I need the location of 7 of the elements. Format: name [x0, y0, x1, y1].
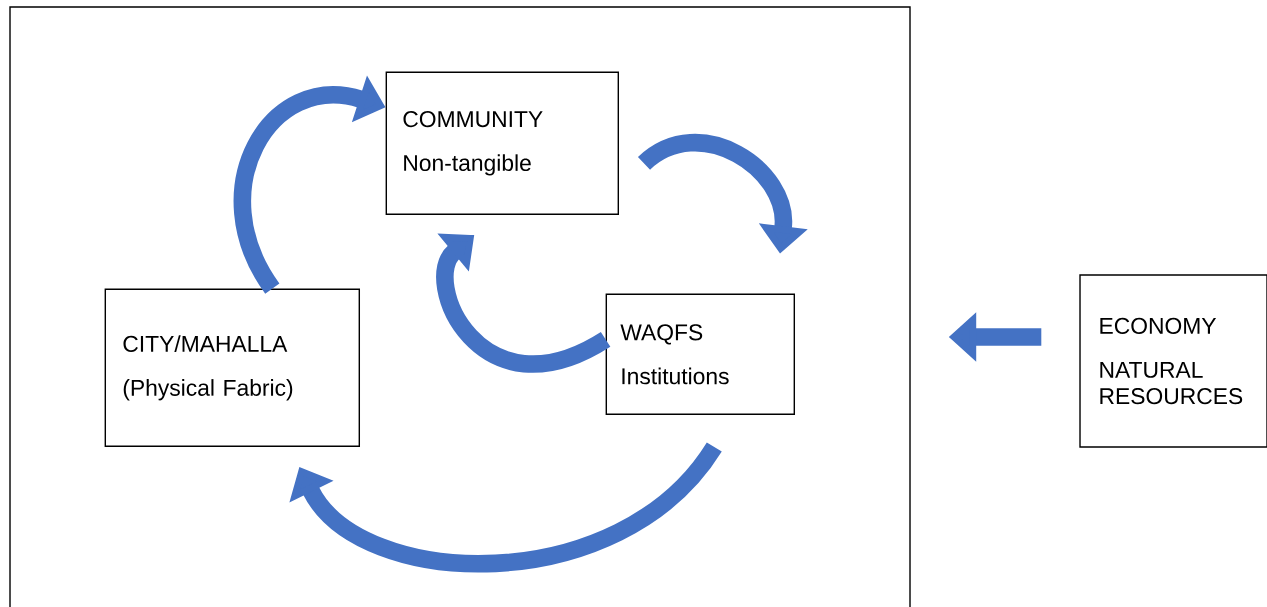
text-box: ECONOMY NATURAL RESOURCES	[1079, 274, 1267, 448]
block-arrow	[436, 233, 610, 373]
text-box: WAQFS Institutions	[605, 293, 795, 415]
frame-box	[9, 6, 911, 607]
text-box: COMMUNITY Non-tangible	[385, 71, 619, 215]
block-arrow	[289, 441, 722, 573]
text-box: CITY/MAHALLA (Physical Fabric)	[104, 288, 360, 447]
